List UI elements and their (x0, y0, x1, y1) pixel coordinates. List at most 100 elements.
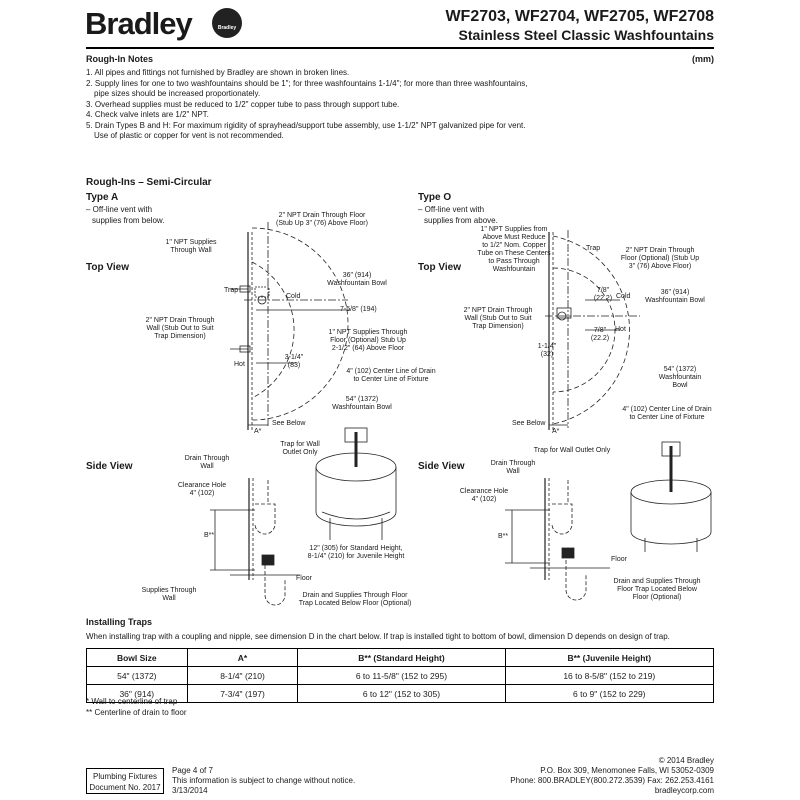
label-floor-o: Floor (611, 556, 627, 563)
installing-traps-text: When installing trap with a coupling and… (86, 632, 670, 641)
label-bowl36-a: 36" (914)Washfountain Bowl (327, 272, 387, 287)
note-line: pipe sizes should be increased proportio… (94, 89, 261, 98)
type-o-top-view-drawing (545, 230, 640, 430)
document-box: Plumbing Fixtures Document No. 2017 (86, 768, 164, 794)
rough-in-notes-list: 1. All pipes and fittings not furnished … (86, 68, 706, 142)
traps-table: Bowl Size A* B** (Standard Height) B** (… (86, 648, 715, 703)
type-a-side-view-drawing (210, 427, 397, 606)
type-o-desc-line: – Off-line vent with (418, 205, 485, 214)
table-cell: 6 to 11-5/8" (152 to 295) (297, 666, 506, 685)
website-link[interactable]: bradleycorp.com (654, 786, 714, 795)
document-box-line: Document No. 2017 (89, 783, 161, 792)
label-see-below-a: See Below (272, 420, 306, 427)
note-line: 5. Drain Types B and H: For maximum rigi… (86, 120, 526, 130)
label-dim-78a: 7/8"(22.2) (593, 287, 613, 302)
table-cell: 36" (914) (86, 684, 188, 703)
type-a-top-view-drawing (230, 222, 350, 430)
table-header-cell: Bowl Size (86, 648, 188, 667)
label-cold-o: Cold (616, 293, 631, 300)
type-o-top-view-label: Top View (418, 262, 461, 273)
table-header-cell: B** (Juvenile Height) (504, 648, 715, 667)
rough-ins-heading: Rough-Ins – Semi-Circular (86, 177, 212, 188)
label-a-star-o: A* (552, 428, 560, 435)
label-height-a: 12" (305) for Standard Height,8-1/4" (21… (307, 545, 405, 560)
document-box-line: Plumbing Fixtures (92, 772, 158, 781)
label-trap-o: Trap (586, 245, 601, 252)
installing-traps-heading: Installing Traps (86, 617, 153, 627)
label-cold-a: Cold (286, 293, 301, 300)
label-a-star-a: A* (254, 428, 262, 435)
type-o-desc-line: supplies from above. (424, 215, 498, 225)
doc-subtitle: Stainless Steel Classic Washfountains (458, 27, 714, 43)
table-cell: 6 to 9" (152 to 229) (504, 684, 715, 703)
doc-title: WF2703, WF2704, WF2705, WF2708 (445, 8, 714, 25)
note-line: Use of plastic or copper for vent is not… (94, 131, 284, 140)
type-a-side-view-label: Side View (86, 461, 133, 472)
table-header-cell: A* (186, 648, 299, 667)
type-o-title: Type O (418, 192, 452, 203)
note-line: 4. Check valve inlets are 1/2" NPT. (86, 110, 209, 119)
type-a-title: Type A (86, 192, 119, 203)
doc-date: 3/13/2014 (172, 786, 208, 795)
type-o-desc: – Off-line vent with supplies from above… (418, 205, 498, 226)
label-dim-114: 1-1/4"(32) (537, 343, 557, 358)
page-number: Page 4 of 7 (172, 766, 213, 775)
label-dim-78b: 7/8"(22.2) (590, 327, 610, 342)
type-o-side-view-drawing (505, 441, 712, 601)
rough-in-notes-heading: Rough-In Notes (86, 54, 153, 64)
label-dim-314: 3-1/4"(83) (284, 354, 304, 369)
footnote: * Wall to centerline of trap (86, 697, 178, 706)
table-cell: 54" (1372) (86, 666, 188, 685)
footnotes: * Wall to centerline of trap ** Centerli… (86, 697, 187, 718)
address: P.O. Box 309, Menomonee Falls, WI 53052-… (540, 766, 714, 775)
units-label: (mm) (692, 54, 714, 64)
label-trap-wall-o: Trap for Wall Outlet Only (533, 447, 611, 454)
change-notice: This information is subject to change wi… (172, 776, 356, 785)
phone-fax: Phone: 800.BRADLEY(800.272.3539) Fax: 26… (510, 776, 714, 785)
label-bowl54-a: 54" (1372)Washfountain Bowl (332, 396, 392, 411)
label-floor-a: Floor (296, 575, 312, 582)
label-b-star-o: B** (498, 533, 509, 540)
note-line: 3. Overhead supplies must be reduced to … (86, 99, 400, 109)
note-line: 1. All pipes and fittings not furnished … (86, 68, 350, 77)
type-a-desc: – Off-line vent with supplies from below… (86, 205, 164, 226)
note-line: 2. Supply lines for one to two washfount… (86, 78, 528, 88)
brand-logo: Bradley (85, 6, 193, 41)
table-cell: 8-1/4" (210) (186, 666, 299, 685)
type-a-desc-line: supplies from below. (92, 215, 165, 225)
label-hot-a: Hot (234, 361, 245, 368)
label-trap-a: Trap (224, 287, 239, 294)
brand-mark-icon: Bradley (212, 8, 242, 38)
table-row: 36" (914) 7-3/4" (197) 6 to 12" (152 to … (86, 684, 715, 703)
copyright: © 2014 Bradley (658, 756, 714, 765)
type-a-top-view-label: Top View (86, 262, 129, 273)
type-o-side-view-label: Side View (418, 461, 465, 472)
footer-contact: © 2014 Bradley P.O. Box 309, Menomonee F… (510, 756, 714, 796)
table-header-cell: B** (Standard Height) (297, 648, 506, 667)
label-hot-o: Hot (615, 326, 626, 333)
header-rule (86, 47, 714, 49)
table-cell: 16 to 8-5/8" (152 to 219) (504, 666, 715, 685)
label-bowl36-o: 36" (914)Washfountain Bowl (645, 289, 705, 304)
table-cell: 7-3/4" (197) (186, 684, 299, 703)
brand-mark-text: Bradley (217, 25, 237, 31)
table-header-row: Bowl Size A* B** (Standard Height) B** (… (86, 648, 715, 667)
type-a-desc-line: – Off-line vent with (86, 205, 153, 214)
table-row: 54" (1372) 8-1/4" (210) 6 to 11-5/8" (15… (86, 666, 715, 685)
